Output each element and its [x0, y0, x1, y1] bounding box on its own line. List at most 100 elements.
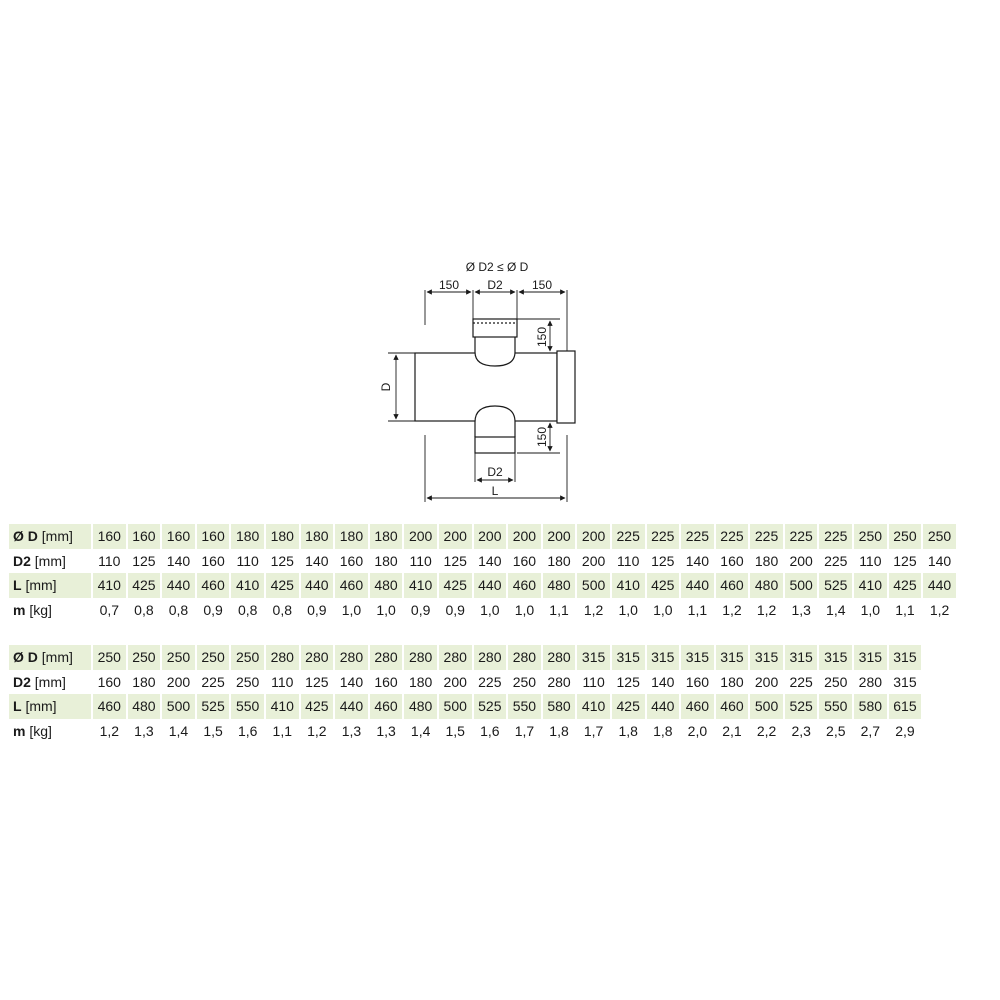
table-cell: 225: [819, 524, 853, 549]
table-cell: 160: [127, 524, 161, 549]
table-cell: 425: [127, 573, 161, 598]
table-cell: 225: [750, 524, 783, 549]
table-cell: 0,9: [196, 597, 230, 622]
table-cell: 180: [265, 524, 299, 549]
dim-top-d2-label: D2: [487, 278, 503, 292]
table-cell: 480: [750, 573, 783, 598]
table-cell: 0,7: [93, 597, 126, 622]
table-cell: 280: [265, 645, 299, 670]
row-header: D2 [mm]: [9, 669, 91, 694]
table-cell: 160: [335, 548, 368, 573]
table-cell: 1,1: [265, 718, 299, 743]
table-cell: 250: [854, 524, 887, 549]
table-cell: 315: [888, 669, 922, 694]
top-branch: [474, 337, 516, 367]
row-unit: [mm]: [41, 528, 73, 545]
table-cell: 1,3: [369, 718, 403, 743]
table-cell: 410: [854, 573, 887, 598]
table-cell: 1,8: [611, 718, 645, 743]
main-socket: [556, 350, 576, 424]
table-cell: 125: [265, 548, 299, 573]
table-cell: 1,2: [715, 597, 749, 622]
table-cell: 225: [473, 669, 507, 694]
table-cell: 125: [127, 548, 161, 573]
table-cell: 160: [681, 669, 714, 694]
table-cell: 110: [854, 548, 887, 573]
table-cell: 250: [196, 645, 230, 670]
table-cell: 460: [681, 694, 714, 719]
table-cell: 580: [854, 694, 887, 719]
row-unit: [mm]: [25, 698, 57, 715]
table-cell: 200: [750, 669, 783, 694]
table-cell: 0,8: [231, 597, 264, 622]
table-cell: 440: [335, 694, 368, 719]
table-cell: 1,7: [577, 718, 610, 743]
table-cell: 1,1: [542, 597, 576, 622]
cross-fitting-diagram: Ø D2 ≤ Ø D 150 D2 150 150 150 D D2 L: [379, 260, 576, 502]
table-cell: 425: [611, 694, 645, 719]
table-cell: 315: [715, 645, 749, 670]
table-cell: 315: [646, 645, 680, 670]
table-cell: 140: [681, 548, 714, 573]
row-unit: [mm]: [41, 649, 73, 666]
table-cell: 160: [93, 669, 126, 694]
table-cell: 440: [681, 573, 714, 598]
table-cell: 580: [542, 694, 576, 719]
table-cell: 480: [404, 694, 437, 719]
table-cell: 200: [438, 669, 472, 694]
table-cell: 280: [542, 669, 576, 694]
table-cell: 200: [784, 548, 818, 573]
table-cell: 1,0: [611, 597, 645, 622]
table-cell: 1,1: [888, 597, 922, 622]
table-cell: 140: [300, 548, 334, 573]
table-cell: 1,2: [300, 718, 334, 743]
table-cell: 0,8: [127, 597, 161, 622]
table-cell: 280: [854, 669, 887, 694]
table-cell: 180: [369, 548, 403, 573]
table-cell: 280: [438, 645, 472, 670]
table-cell: 1,0: [854, 597, 887, 622]
table-cell: 315: [888, 645, 922, 670]
dim-side-bottom-label: 150: [535, 427, 549, 447]
table-cell: 440: [923, 573, 956, 598]
row-header: D2 [mm]: [9, 548, 91, 573]
table-cell: 110: [404, 548, 437, 573]
table-cell: 250: [127, 645, 161, 670]
dim-side-top-label: 150: [535, 327, 549, 347]
table-cell: 225: [715, 524, 749, 549]
table-cell: 200: [438, 524, 472, 549]
table-cell: 180: [300, 524, 334, 549]
table-cell: 140: [335, 669, 368, 694]
condition-label: Ø D2 ≤ Ø D: [466, 260, 529, 274]
table-cell: 160: [196, 524, 230, 549]
table-cell: 125: [611, 669, 645, 694]
row-header: L [mm]: [9, 694, 91, 719]
table-cell: 180: [369, 524, 403, 549]
table-cell: 200: [542, 524, 576, 549]
table-cell: 1,6: [231, 718, 264, 743]
table-cell: 1,2: [93, 718, 126, 743]
table-cell: 2,1: [715, 718, 749, 743]
top-socket: [472, 318, 518, 338]
table-cell: 140: [473, 548, 507, 573]
table-cell: 2,0: [681, 718, 714, 743]
bottom-branch: [474, 405, 516, 437]
table-cell: 225: [819, 548, 853, 573]
row-unit: [kg]: [29, 601, 52, 618]
table-cell: 460: [715, 694, 749, 719]
table-cell: 200: [162, 669, 195, 694]
table-cell: 225: [611, 524, 645, 549]
table-cell: 500: [750, 694, 783, 719]
table-cell: 1,3: [127, 718, 161, 743]
bottom-socket: [474, 436, 516, 454]
table-cell: 480: [369, 573, 403, 598]
table-cell: 250: [162, 645, 195, 670]
table-cell: 460: [196, 573, 230, 598]
table-cell: 500: [438, 694, 472, 719]
table-cell: 460: [93, 694, 126, 719]
